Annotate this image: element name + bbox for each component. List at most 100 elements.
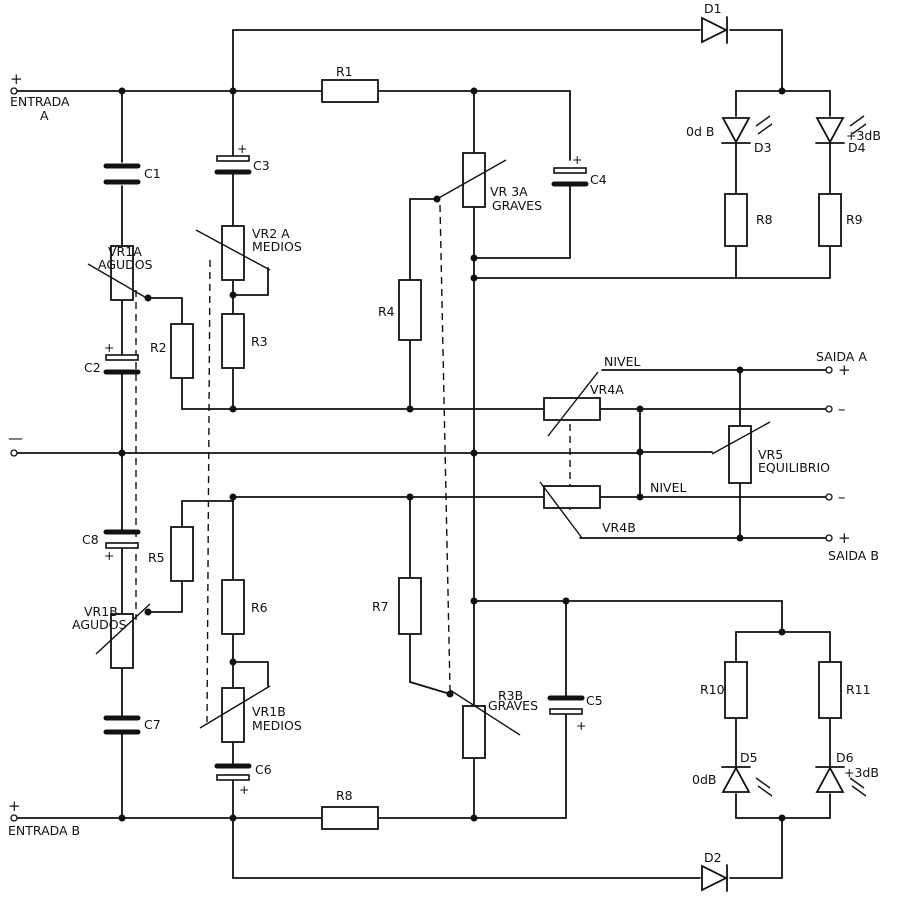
label-c2: C2: [84, 360, 101, 375]
vr3a: [462, 152, 486, 208]
label-d2: D2: [704, 850, 722, 865]
label-d5-level: 0dB: [692, 772, 716, 787]
entrada-b-plus: +: [8, 797, 21, 815]
entrada-b-label: ENTRADA B: [8, 823, 80, 838]
labels: + ENTRADA A + ENTRADA B — C1 C2 + C3 + C…: [8, 1, 881, 865]
r2: [170, 323, 194, 379]
gang-linkages: [135, 204, 571, 723]
label-vr3b: R3B: [498, 688, 523, 703]
label-vr1a-sub: AGUDOS: [98, 257, 153, 272]
r1: [321, 79, 379, 103]
vr4a: [543, 397, 601, 421]
capacitors: [103, 155, 589, 781]
r11: [818, 661, 842, 719]
entrada-a-letter: A: [40, 108, 49, 123]
label-saida-b-minus: –: [838, 488, 846, 506]
label-vr3a: VR 3A: [490, 184, 528, 199]
label-r11: R11: [846, 682, 871, 697]
label-saida-b-plus: +: [838, 529, 851, 547]
r6: [221, 579, 245, 635]
entrada-a-plus: +: [10, 70, 23, 88]
label-c2-plus: +: [104, 340, 114, 355]
label-r7: R7: [372, 599, 389, 614]
label-r6: R6: [251, 600, 268, 615]
label-d3: D3: [754, 140, 772, 155]
label-vr2a-sub: MEDIOS: [252, 239, 302, 254]
label-c7: C7: [144, 717, 161, 732]
label-c6-plus: +: [239, 782, 249, 797]
saida-a-minus-terminal: [825, 405, 833, 413]
label-d4-level: +3dB: [846, 128, 881, 143]
label-d6-level: +3dB: [844, 765, 879, 780]
label-r5: R5: [148, 550, 165, 565]
label-vr2b: VR1B: [252, 704, 286, 719]
diodes: [701, 16, 867, 892]
label-d4: D4: [848, 140, 866, 155]
label-c5: C5: [586, 693, 603, 708]
r10: [724, 661, 748, 719]
label-r9: R9: [846, 212, 863, 227]
label-d6: D6: [836, 750, 854, 765]
label-c8-plus: +: [104, 548, 114, 563]
label-c8: C8: [82, 532, 99, 547]
ground-terminal: [10, 449, 18, 457]
label-nivel-b: NIVEL: [650, 480, 686, 495]
vr4b: [543, 485, 601, 509]
label-r1: R1: [336, 64, 353, 79]
r9: [818, 193, 842, 247]
wires: [13, 29, 831, 879]
label-r8-bottom: R8: [336, 788, 353, 803]
saida-a-plus-terminal: [825, 366, 833, 374]
label-saida-b: SAIDA B: [828, 548, 879, 563]
vr2b: [221, 687, 245, 743]
label-r4: R4: [378, 304, 395, 319]
label-r10: R10: [700, 682, 725, 697]
label-c6: C6: [255, 762, 272, 777]
label-c3: C3: [253, 158, 270, 173]
r4: [398, 279, 422, 341]
vr5: [728, 425, 752, 484]
label-vr2a: VR2 A: [252, 226, 290, 241]
label-nivel-a: NIVEL: [604, 354, 640, 369]
label-saida-a: SAIDA A: [816, 349, 867, 364]
resistors: [170, 79, 842, 830]
label-r2: R2: [150, 340, 167, 355]
label-d1: D1: [704, 1, 722, 16]
label-c5-plus: +: [576, 718, 586, 733]
label-vr3b-sub: GRAVES: [488, 698, 538, 713]
label-d5: D5: [740, 750, 758, 765]
label-vr1b: VR1B: [84, 604, 118, 619]
label-c4: C4: [590, 172, 607, 187]
entrada-a-label: ENTRADA: [10, 94, 70, 109]
label-vr5-sub: EQUILIBRIO: [758, 460, 830, 475]
r8: [724, 193, 748, 247]
label-vr3a-sub: GRAVES: [492, 198, 542, 213]
label-r8: R8: [756, 212, 773, 227]
terminals: [10, 87, 833, 822]
label-saida-a-minus: –: [838, 400, 846, 418]
label-c1: C1: [144, 166, 161, 181]
label-c4-plus: +: [572, 152, 582, 167]
label-c3-plus: +: [237, 141, 247, 156]
label-r3: R3: [251, 334, 268, 349]
junctions: [118, 87, 786, 822]
entrada-b-terminal: [10, 814, 18, 822]
label-vr2b-sub: MEDIOS: [252, 718, 302, 733]
label-vr1a: VR1A: [108, 244, 142, 259]
r5: [170, 526, 194, 582]
potentiometers: [87, 152, 771, 759]
r7: [398, 577, 422, 635]
label-vr4b: VR4B: [602, 520, 636, 535]
saida-b-plus-terminal: [825, 534, 833, 542]
label-vr5: VR5: [758, 447, 783, 462]
label-d3-level: 0d B: [686, 124, 714, 139]
r8-bottom: [321, 806, 379, 830]
label-saida-a-plus: +: [838, 361, 851, 379]
entrada-a-terminal: [10, 87, 18, 95]
vr3b: [462, 705, 486, 759]
r3: [221, 313, 245, 369]
label-vr4a: VR4A: [590, 382, 624, 397]
vr2a: [221, 225, 245, 281]
label-vr1b-sub: AGUDOS: [72, 617, 127, 632]
